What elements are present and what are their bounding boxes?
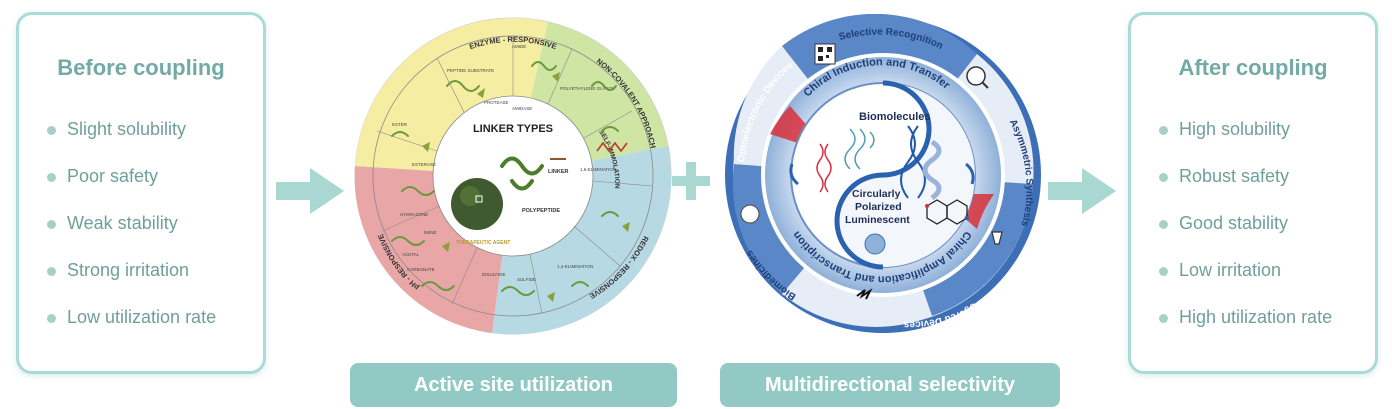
inner-label: ESTERASE (412, 162, 436, 167)
therapeutic-agent-sphere (451, 178, 503, 230)
polypeptide-label: POLYPEPTIDE (522, 208, 560, 214)
bullet-icon (1159, 220, 1168, 229)
list-item: Low irritation (1159, 260, 1332, 307)
list-item: Robust safety (1159, 166, 1332, 213)
after-coupling-list: High solubility Robust safety Good stabi… (1159, 119, 1332, 354)
list-item: High solubility (1159, 119, 1332, 166)
bullet-icon (47, 173, 56, 182)
inner-label: ACETAL (402, 252, 420, 257)
before-coupling-list: Slight solubility Poor safety Weak stabi… (47, 119, 216, 354)
virus-icon (740, 204, 760, 224)
therapeutic-agent-label: THERAPEUTIC AGENT (456, 240, 510, 246)
bullet-icon (47, 267, 56, 276)
magnifier-icon (966, 66, 986, 86)
right-arrow-icon (276, 168, 344, 214)
bullet-icon (1159, 267, 1168, 276)
bullet-icon (47, 314, 56, 323)
inner-label: PEPTIDE SUBSTRATE (447, 68, 494, 73)
bullet-icon (1159, 126, 1168, 135)
bullet-icon (47, 220, 56, 229)
luminescent-label: Luminescent (845, 214, 910, 226)
polarized-label: Polarized (855, 201, 902, 213)
list-item: High utilization rate (1159, 307, 1332, 354)
inner-label: DISULFIDE (482, 272, 506, 277)
list-item: Strong irritation (47, 260, 216, 307)
list-item: Weak stability (47, 213, 216, 260)
flask-icon (991, 231, 1003, 245)
list-item: Low utilization rate (47, 307, 216, 354)
inner-label: POLYETHYLENE GLYCOL (560, 86, 615, 91)
inner-label: CARBONATE (407, 267, 435, 272)
active-site-utilization-label: Active site utilization (350, 363, 677, 407)
inner-label: 1,4-ELIMINATION (557, 264, 593, 269)
before-coupling-panel: Before coupling Slight solubility Poor s… (16, 12, 266, 374)
inner-label: ESTER (392, 122, 408, 127)
right-arrow-icon (1048, 168, 1116, 214)
inner-label: AMIDE (512, 44, 526, 49)
linker-types-title: LINKER TYPES (473, 123, 553, 135)
inner-label: PROTEASE (484, 100, 509, 105)
list-item: Poor safety (47, 166, 216, 213)
bullet-icon (1159, 314, 1168, 323)
linker-types-wheel: ENZYME - RESPONSIVE NON-COVALENT APPROAC… (354, 17, 672, 335)
inner-label: HYDRAZONE (400, 212, 428, 217)
bullet-icon (1159, 173, 1168, 182)
after-coupling-title: After coupling (1178, 55, 1328, 80)
cpl-wheel: Selective Recognition Asymmetric Synthes… (725, 14, 1041, 333)
biomolecules-label: Biomolecules (859, 111, 931, 123)
list-item: Good stability (1159, 213, 1332, 260)
after-coupling-panel: After coupling High solubility Robust sa… (1128, 12, 1378, 374)
plus-icon (672, 162, 710, 200)
bullet-icon (47, 126, 56, 135)
inner-label: AMIDASE (512, 106, 532, 111)
inner-label: SULFIDE (517, 277, 536, 282)
lightning-icon (856, 288, 873, 300)
before-coupling-title: Before coupling (57, 55, 225, 80)
inner-label: 1,6-ELIMINATION (580, 167, 616, 172)
multidirectional-selectivity-label: Multidirectional selectivity (720, 363, 1060, 407)
inner-label: IMINE (424, 230, 437, 235)
linker-label: LINKER (548, 169, 569, 175)
circularly-label: Circularly (852, 188, 901, 200)
list-item: Slight solubility (47, 119, 216, 166)
